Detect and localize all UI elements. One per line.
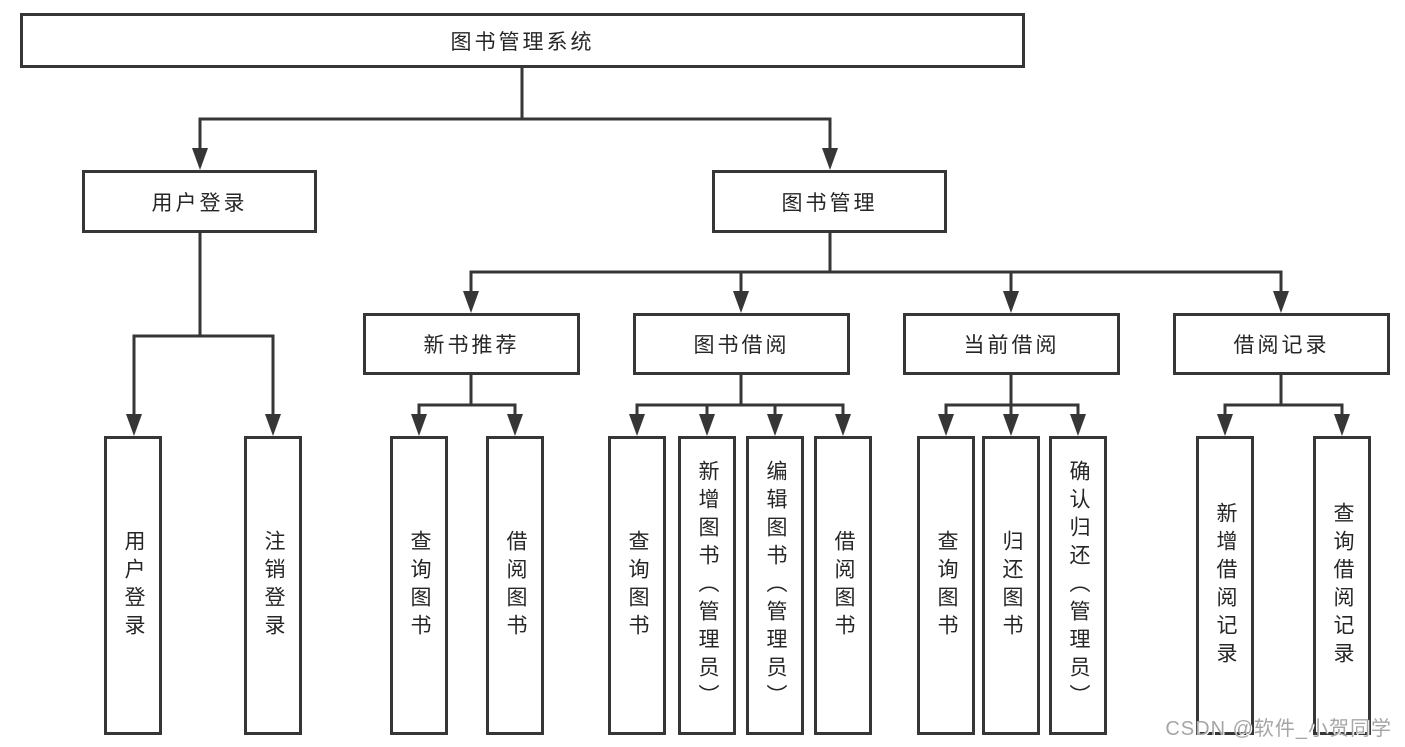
node-library-management-system: 图书管理系统 [20,13,1025,68]
node-book-borrow: 图书借阅 [633,313,850,375]
leaf-return-books: 归还图书 [982,436,1040,735]
leaf-query-books-borrow: 查询图书 [608,436,666,735]
leaf-borrow-books-newbook: 借阅图书 [486,436,544,735]
csdn-watermark: CSDN @软件_小贺同学 [1165,718,1392,740]
leaf-query-borrow-record: 查询借阅记录 [1313,436,1371,735]
leaf-add-book-admin: 新增图书（管理员） [678,436,736,735]
leaf-edit-book-admin: 编辑图书（管理员） [746,436,804,735]
leaf-logout: 注销登录 [244,436,302,735]
node-user-login: 用户登录 [82,170,317,233]
leaf-user-login: 用户登录 [104,436,162,735]
node-book-management: 图书管理 [712,170,947,233]
node-new-book-recommend: 新书推荐 [363,313,580,375]
leaf-query-books-current: 查询图书 [917,436,975,735]
leaf-borrow-books-borrow: 借阅图书 [814,436,872,735]
leaf-query-books-newbook: 查询图书 [390,436,448,735]
node-current-borrow: 当前借阅 [903,313,1120,375]
node-borrow-records: 借阅记录 [1173,313,1390,375]
leaf-confirm-return-admin: 确认归还（管理员） [1049,436,1107,735]
leaf-add-borrow-record: 新增借阅记录 [1196,436,1254,735]
